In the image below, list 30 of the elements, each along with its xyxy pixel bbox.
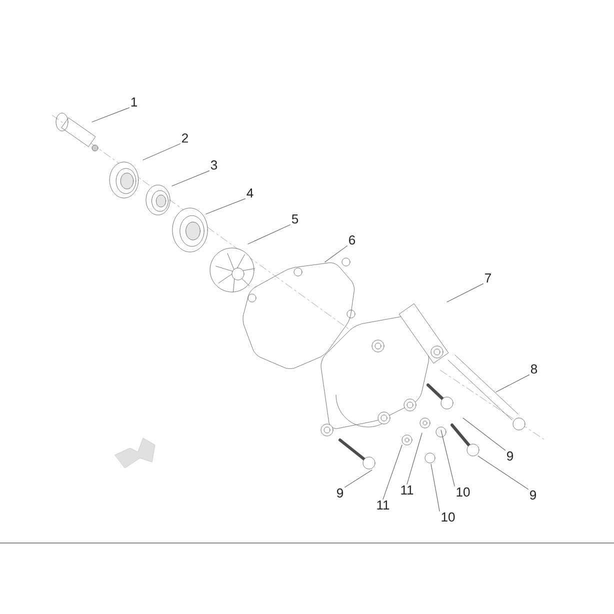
leader-line [172, 170, 210, 186]
leader-line [496, 374, 530, 392]
callout-number: 10 [442, 512, 455, 522]
callout-number: 9 [530, 490, 536, 500]
leader-line [248, 224, 290, 244]
callout-number: 11 [401, 486, 414, 494]
callout-number: 5 [292, 214, 298, 224]
leader-line [382, 444, 402, 500]
callout-number: 9 [507, 451, 513, 461]
callout-number: 1 [131, 98, 137, 106]
leader-line [446, 283, 484, 302]
leader-line [206, 198, 246, 214]
leader-line [142, 143, 180, 160]
leader-line [324, 246, 348, 262]
callout-number: 4 [246, 188, 254, 198]
callout-number: 2 [182, 133, 188, 143]
leader-line [92, 107, 130, 122]
callout-number: 3 [210, 160, 218, 170]
callout-number: 11 [377, 500, 390, 510]
callout-number: 10 [456, 487, 470, 497]
leader-line [440, 430, 455, 486]
callout-number: 6 [349, 235, 356, 245]
leader-line [462, 418, 506, 450]
leader-line [478, 456, 528, 490]
callout-number: 8 [530, 364, 538, 374]
callout-number: 7 [485, 274, 491, 282]
leader-line [344, 470, 372, 488]
callout-number: 9 [337, 488, 343, 498]
leader-line [430, 464, 440, 512]
leader-line [406, 432, 422, 485]
